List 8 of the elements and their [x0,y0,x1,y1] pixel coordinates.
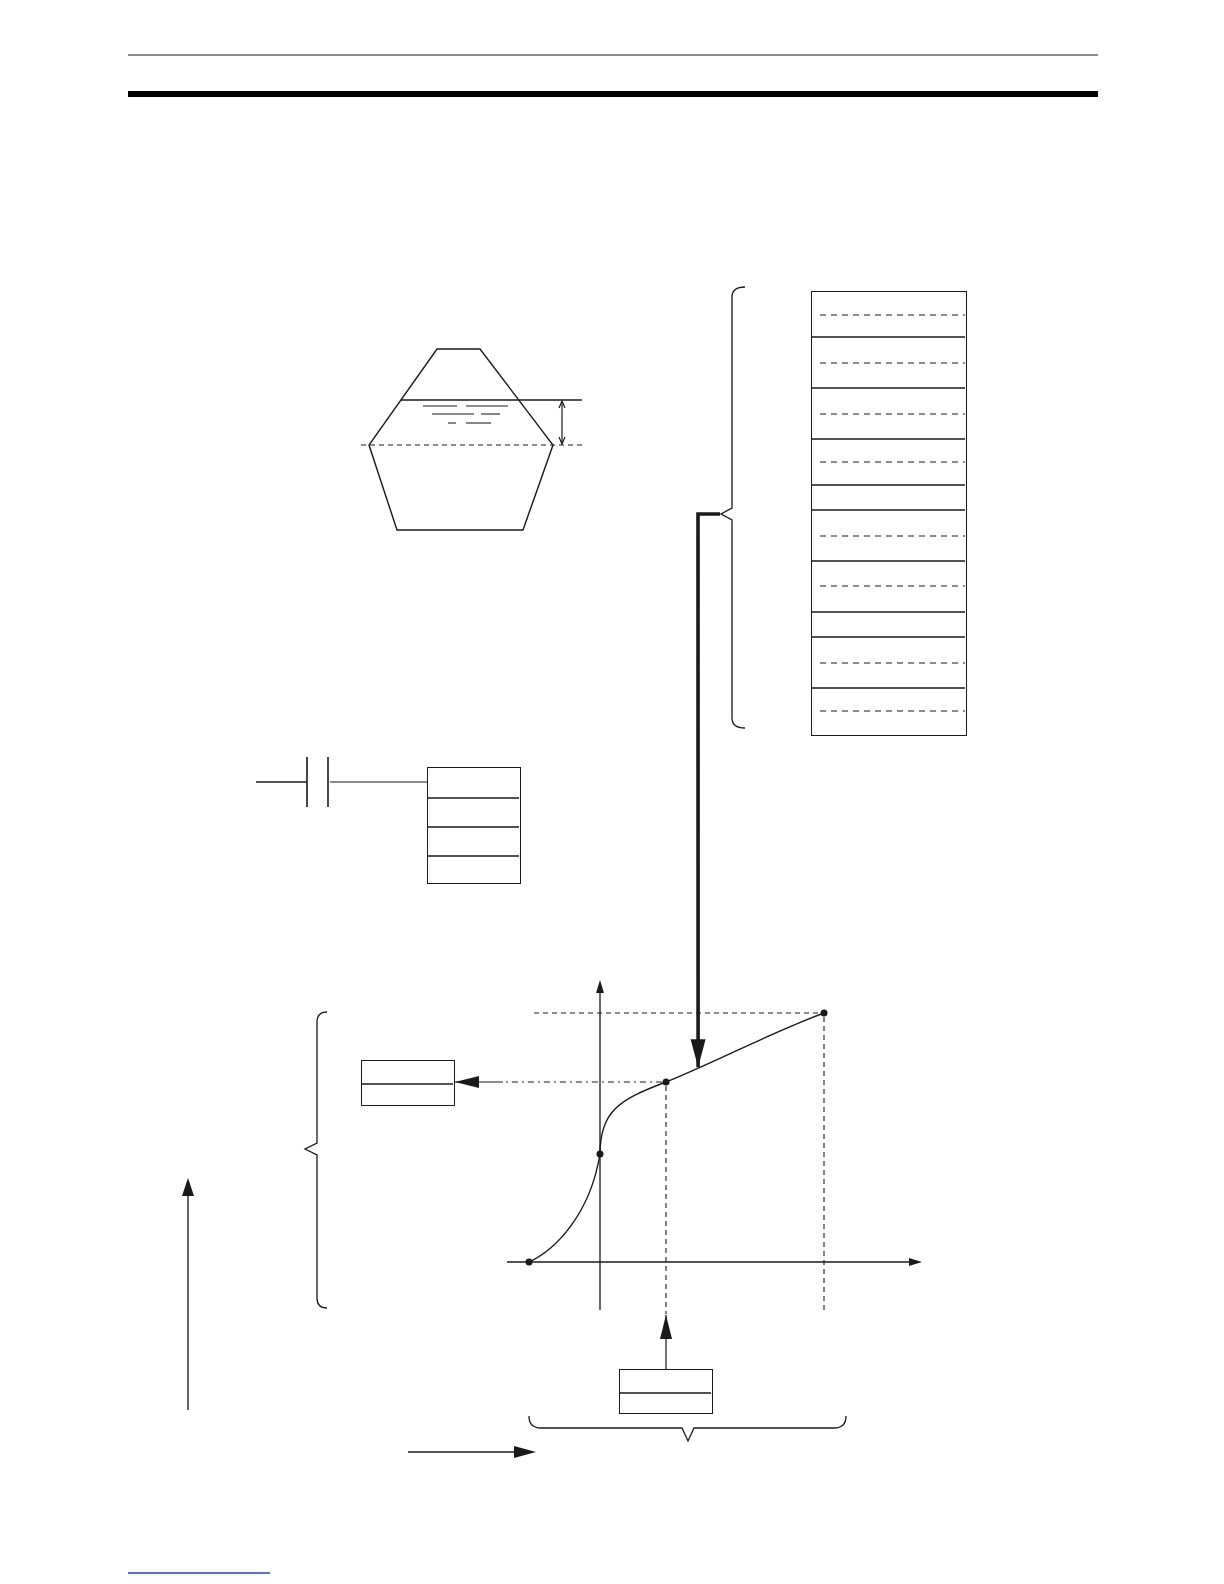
arrow [690,512,720,1068]
arrow [454,1076,504,1088]
arrow [660,1314,672,1370]
data-box [619,1369,713,1414]
data-box [361,1060,455,1106]
contact-symbol [256,757,330,807]
wire [329,781,428,783]
instruction-box [427,767,521,884]
